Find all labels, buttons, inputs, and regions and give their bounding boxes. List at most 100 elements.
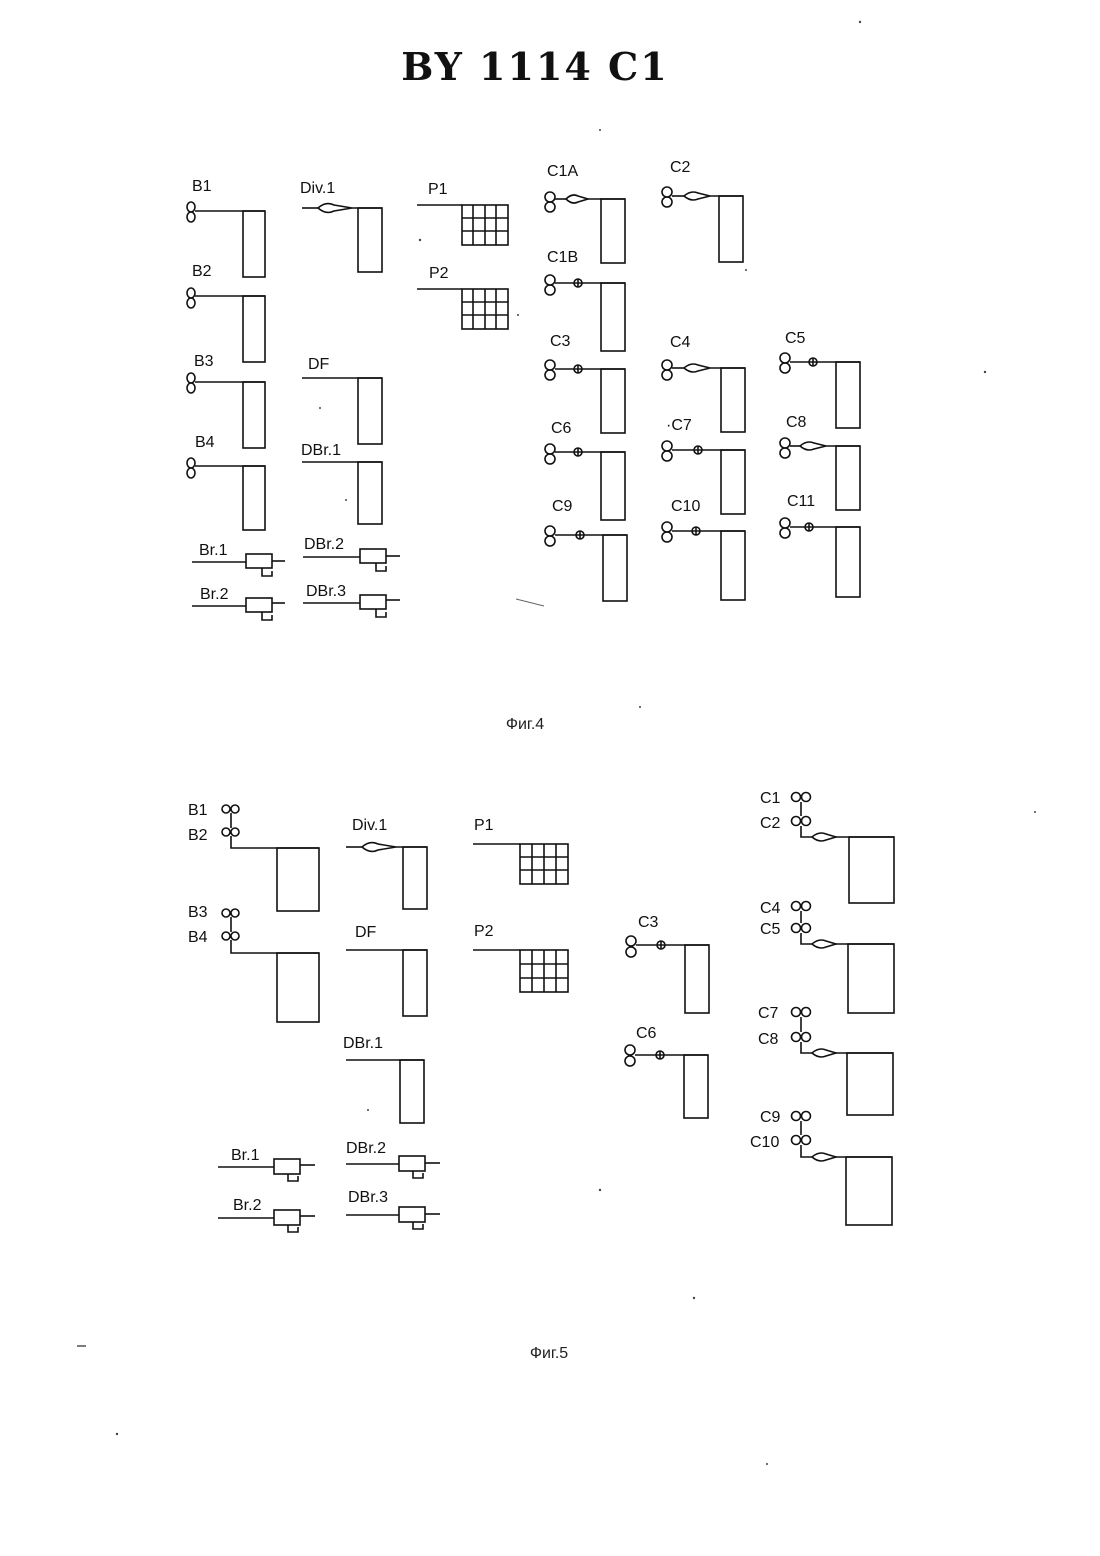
bobbin-icon [187,373,195,393]
fig5-label-c8: C8 [758,1031,779,1048]
scan-specks [116,21,1036,1465]
fig4-unit-c9: C9 [545,498,627,601]
bobbin-pair-icon [545,526,555,546]
fig5-unit-df: DF [346,924,427,1016]
draw-box-icon [360,595,386,609]
fig4-label-b1: B1 [192,178,212,195]
scan-mark [516,599,544,606]
can-bin [358,462,382,524]
can-bin [277,953,319,1022]
fig5-label-br2: Br.2 [233,1197,262,1214]
fig5-label-c6: C6 [636,1025,657,1042]
fig4-label-c10: C10 [671,498,700,515]
divider-head-icon [684,192,710,200]
fig4-label-div1: Div.1 [300,180,335,197]
fig4-label-c8: C8 [786,414,807,431]
fig5-unit-c7-c8: C7 C8 [758,1005,893,1115]
draw-box-icon [246,598,272,612]
fig5-unit-dbr2: DBr.2 [346,1140,440,1178]
fig5-label-p2: P2 [474,923,494,940]
fig4-unit-dbr1: DBr.1 [301,442,382,524]
fig5-label-b4: B4 [188,929,208,946]
draw-box-icon [274,1159,300,1174]
fig4-label-b2: B2 [192,263,212,280]
fig5-label-c4: C4 [760,900,781,917]
fig5-label-br1: Br.1 [231,1147,260,1164]
figure-5: B1 B2 B3 B4 [188,790,894,1232]
can-bin [243,211,265,277]
fig4-unit-p2: P2 [417,265,508,329]
fig4-label-c4: C4 [670,334,691,351]
fig5-label-c9: C9 [760,1109,781,1126]
divider-head-icon [318,204,352,213]
can-bin [849,837,894,903]
divider-head-icon [684,364,710,372]
fig5-unit-c4-c5: C4 C5 [760,900,894,1013]
can-bin [836,527,860,597]
fig4-unit-div1: Div.1 [300,180,382,272]
draw-box-icon [399,1156,425,1171]
fig5-unit-c1-c2: C1 C2 [760,790,894,903]
fig5-unit-b1-b2: B1 B2 [188,802,319,911]
fig5-label-b1: B1 [188,802,208,819]
fig4-label-c9: C9 [552,498,573,515]
bobbin-pair-icon [626,936,636,957]
fig5-label-c10: C10 [750,1134,779,1151]
can-bin [836,446,860,510]
can-bin [721,450,745,514]
figure-4: B1 B2 B3 [187,159,860,620]
fig5-label-dbr3: DBr.3 [348,1189,388,1206]
bobbin-pair-icon [545,444,555,464]
fig5-unit-b3-b4: B3 B4 [188,904,319,1022]
divider-head-icon [812,940,836,948]
divider-head-icon [566,195,588,203]
fig4-label-b3: B3 [194,353,214,370]
fig4-label-c3: C3 [550,333,571,350]
fig4-label-c7: ·C7 [666,417,692,434]
can-bin [685,945,709,1013]
fig5-label-c2: C2 [760,815,781,832]
fig5-label-c7: C7 [758,1005,779,1022]
fig4-unit-df: DF [302,356,382,444]
can-bin [601,452,625,520]
divider-head-icon [812,1049,836,1057]
fig5-unit-div1: Div.1 [346,817,427,909]
bobbin-pair-icon [780,353,790,373]
can-bin [243,466,265,530]
can-bin [400,1060,424,1123]
fig4-unit-dbr2: DBr.2 [303,536,400,571]
fig4-unit-c11: C11 [780,493,860,597]
fig5-unit-c6: C6 [625,1025,708,1118]
can-bin [403,950,427,1016]
draw-box-icon [360,549,386,563]
fig4-unit-c1a: C1A [545,163,625,263]
can-bin [403,847,427,909]
fig4-label-c6: C6 [551,420,572,437]
divider-head-icon [362,843,396,852]
fig5-label-df: DF [355,924,377,941]
grid-package-icon [520,844,568,884]
can-bin [601,369,625,433]
fig4-label-c1b: C1B [547,249,578,266]
can-bin [836,362,860,428]
draw-box-icon [246,554,272,568]
fig5-unit-br2: Br.2 [218,1197,315,1232]
fig4-label-dbr3: DBr.3 [306,583,346,600]
can-bin [721,531,745,600]
fig5-label-dbr1: DBr.1 [343,1035,383,1052]
can-bin [601,283,625,351]
bobbin-icon [187,288,195,308]
can-bin [846,1157,892,1225]
bobbin-pair-icon [662,187,672,207]
fig5-unit-br1: Br.1 [218,1147,315,1181]
fig4-label-c1a: C1A [547,163,578,180]
grid-package-icon [462,205,508,245]
fig5-label-div1: Div.1 [352,817,387,834]
can-bin [243,382,265,448]
fig4-unit-c2: C2 [662,159,743,262]
bobbin-pair-icon [545,192,555,212]
fig4-label-df: DF [308,356,330,373]
draw-box-icon [274,1210,300,1225]
can-bin [358,208,382,272]
